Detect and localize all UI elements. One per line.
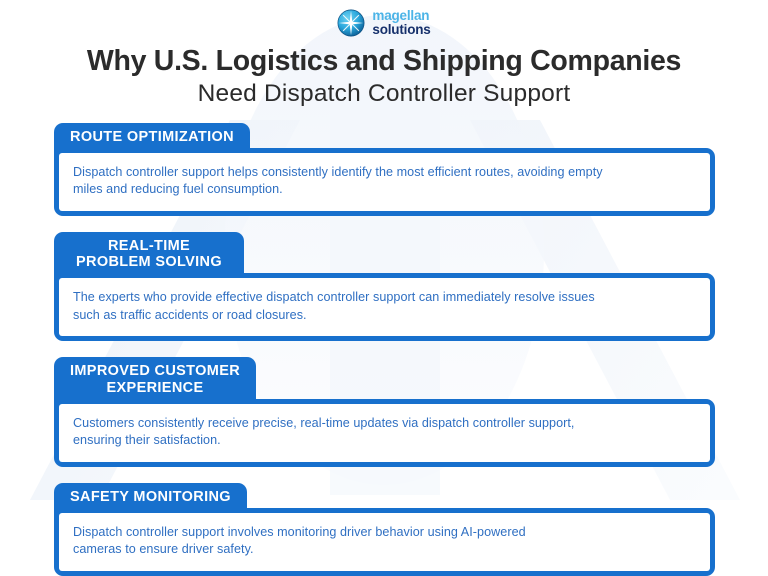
card-heading-line1: SAFETY MONITORING xyxy=(70,488,231,505)
card-heading-tab: ROUTE OPTIMIZATION xyxy=(54,122,250,149)
card-body: The experts who provide effective dispat… xyxy=(59,278,710,337)
card-heading-line2: PROBLEM SOLVING xyxy=(76,254,222,271)
benefit-card: REAL-TIME PROBLEM SOLVING The experts wh… xyxy=(54,231,715,342)
benefit-card: ROUTE OPTIMIZATION Dispatch controller s… xyxy=(54,122,715,216)
card-heading-line2: EXPERIENCE xyxy=(106,379,204,396)
card-body: Dispatch controller support helps consis… xyxy=(59,152,710,211)
card-shell: Dispatch controller support helps consis… xyxy=(54,147,715,216)
card-shell: Dispatch controller support involves mon… xyxy=(54,508,715,576)
card-heading-tab: REAL-TIME PROBLEM SOLVING xyxy=(54,231,244,275)
card-shell: Customers consistently receive precise, … xyxy=(54,398,715,467)
benefit-card: SAFETY MONITORING Dispatch controller su… xyxy=(54,482,715,576)
card-description: Dispatch controller support helps consis… xyxy=(73,164,603,197)
card-body: Customers consistently receive precise, … xyxy=(59,403,710,462)
card-description: Customers consistently receive precise, … xyxy=(73,415,575,448)
benefit-card-list: ROUTE OPTIMIZATION Dispatch controller s… xyxy=(0,122,768,576)
brand-wordmark: magellan solutions xyxy=(372,7,431,37)
brand-logo: magellan solutions xyxy=(0,0,768,38)
benefit-card: IMPROVED CUSTOMER EXPERIENCE Customers c… xyxy=(54,357,715,467)
card-heading-line1: IMPROVED CUSTOMER xyxy=(70,363,241,380)
title-line-2: Need Dispatch Controller Support xyxy=(197,80,571,108)
card-description: The experts who provide effective dispat… xyxy=(73,290,595,322)
card-heading-line1: ROUTE OPTIMIZATION xyxy=(70,128,234,145)
title-line-1: Why U.S. Logistics and Shipping Companie… xyxy=(86,45,682,77)
card-heading-tab: SAFETY MONITORING xyxy=(54,482,247,510)
card-shell: The experts who provide effective dispat… xyxy=(54,273,715,342)
brand-name-line2: solutions xyxy=(372,21,431,37)
card-description: Dispatch controller support involves mon… xyxy=(73,525,526,557)
page-title: Why U.S. Logistics and Shipping Companie… xyxy=(0,44,768,110)
brand-name-line1: magellan xyxy=(372,7,430,23)
card-heading-line1: REAL-TIME xyxy=(107,237,191,254)
card-heading-tab: IMPROVED CUSTOMER EXPERIENCE xyxy=(54,357,257,400)
compass-rose-icon xyxy=(337,9,365,36)
card-body: Dispatch controller support involves mon… xyxy=(59,513,710,571)
